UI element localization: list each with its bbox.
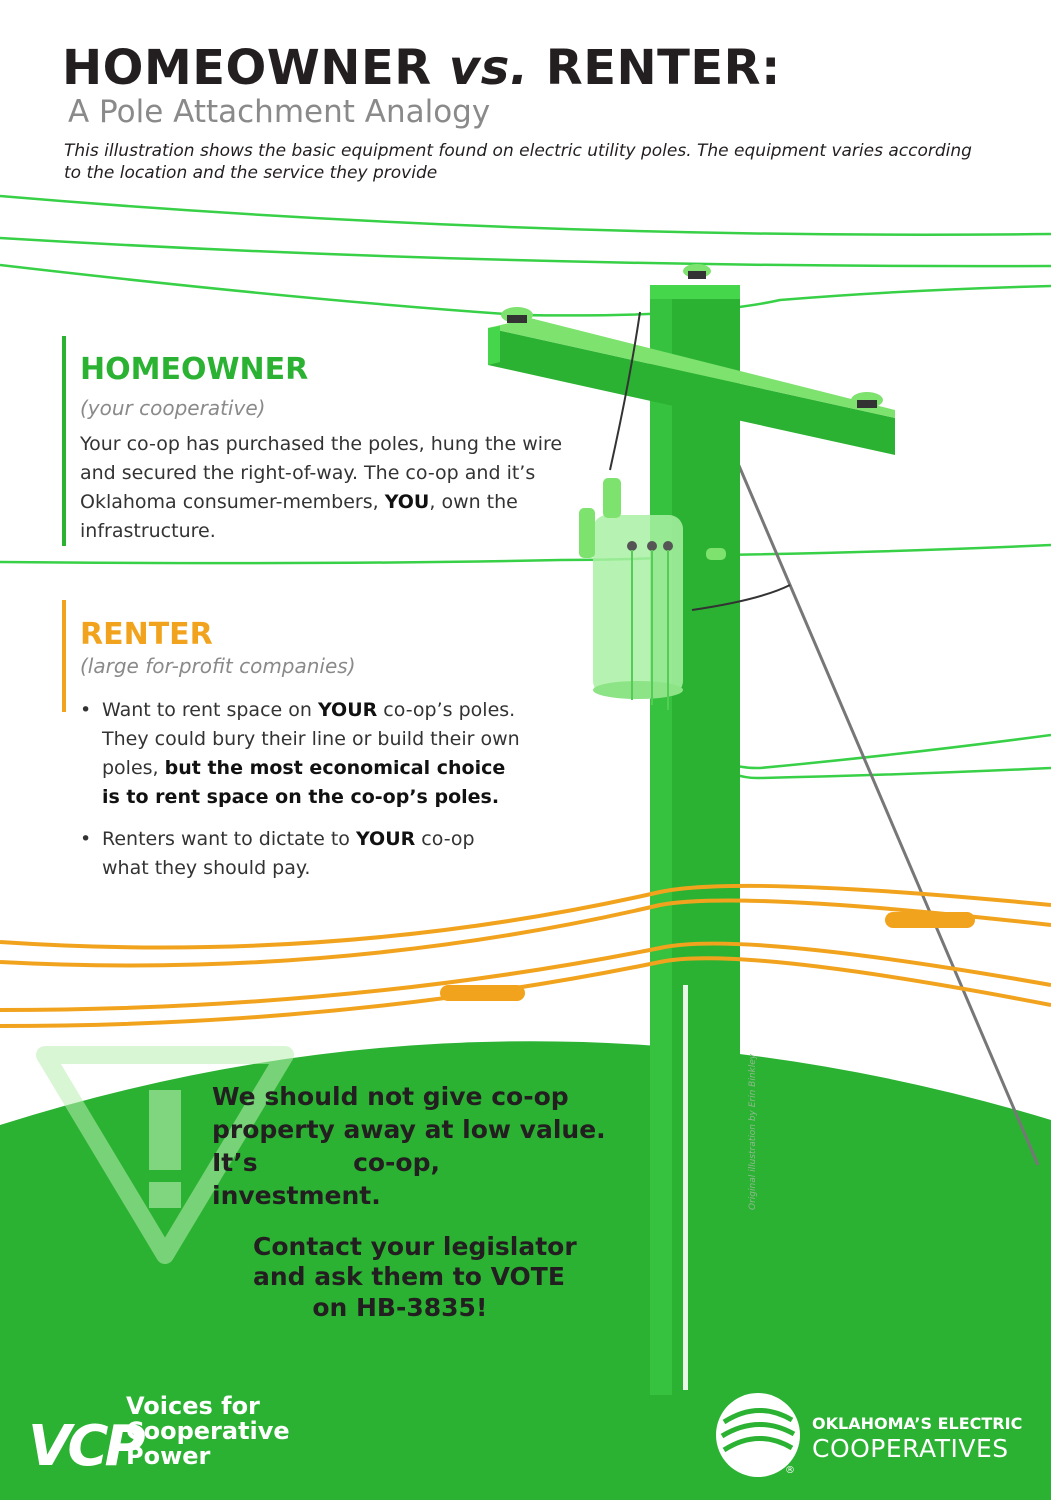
renter-heading: RENTER [80, 617, 213, 652]
guy-wire [726, 439, 1040, 1166]
utility-pole [650, 285, 740, 1395]
transformer [579, 478, 726, 710]
svg-text:VCP: VCP [28, 1414, 145, 1479]
list-item: Renters want to dictate to YOUR co-op wh… [80, 825, 520, 883]
orange-telecom-lines [0, 883, 1051, 1028]
intro-text: This illustration shows the basic equipm… [64, 141, 972, 183]
renter-bullets: Want to rent space on YOUR co-op’s poles… [80, 696, 520, 896]
vcp-logo-text: Voices for Cooperative Power [126, 1392, 290, 1470]
renter-accent-bar [62, 600, 66, 712]
renter-subheading: (large for-profit companies) [80, 654, 356, 678]
page-subtitle: A Pole Attachment Analogy [68, 94, 491, 130]
warning-triangle-icon [36, 1046, 294, 1264]
vcp-logo-mark: VCP [28, 1414, 149, 1479]
illustration-credit: Original illustration by Erin Binkley [748, 1053, 758, 1210]
oec-logo-line2: COOPERATIVES [812, 1434, 1009, 1463]
registered-mark: ® [785, 1465, 795, 1476]
homeowner-subheading: (your cooperative) [80, 396, 266, 420]
insulators [501, 264, 883, 408]
callout-action: Contact your legislator and ask them to … [253, 1232, 577, 1324]
crossarm [488, 318, 895, 455]
oec-logo-line1: OKLAHOMA’S ELECTRIC [812, 1414, 1023, 1433]
page-title: HOMEOWNER vs. RENTER: [62, 40, 781, 96]
orange-line-clamps [440, 912, 975, 1001]
green-hill-background [0, 1041, 1051, 1500]
homeowner-accent-bar [62, 336, 66, 546]
homeowner-text: Your co-op has purchased the poles, hung… [80, 433, 563, 542]
neutral-wire [691, 584, 791, 611]
homeowner-heading: HOMEOWNER [80, 352, 309, 387]
jumper-wire [609, 311, 641, 471]
list-item: Want to rent space on YOUR co-op’s poles… [80, 696, 520, 812]
oec-logo-mark [716, 1393, 800, 1477]
callout-message: We should not give co-op property away a… [212, 1082, 606, 1210]
